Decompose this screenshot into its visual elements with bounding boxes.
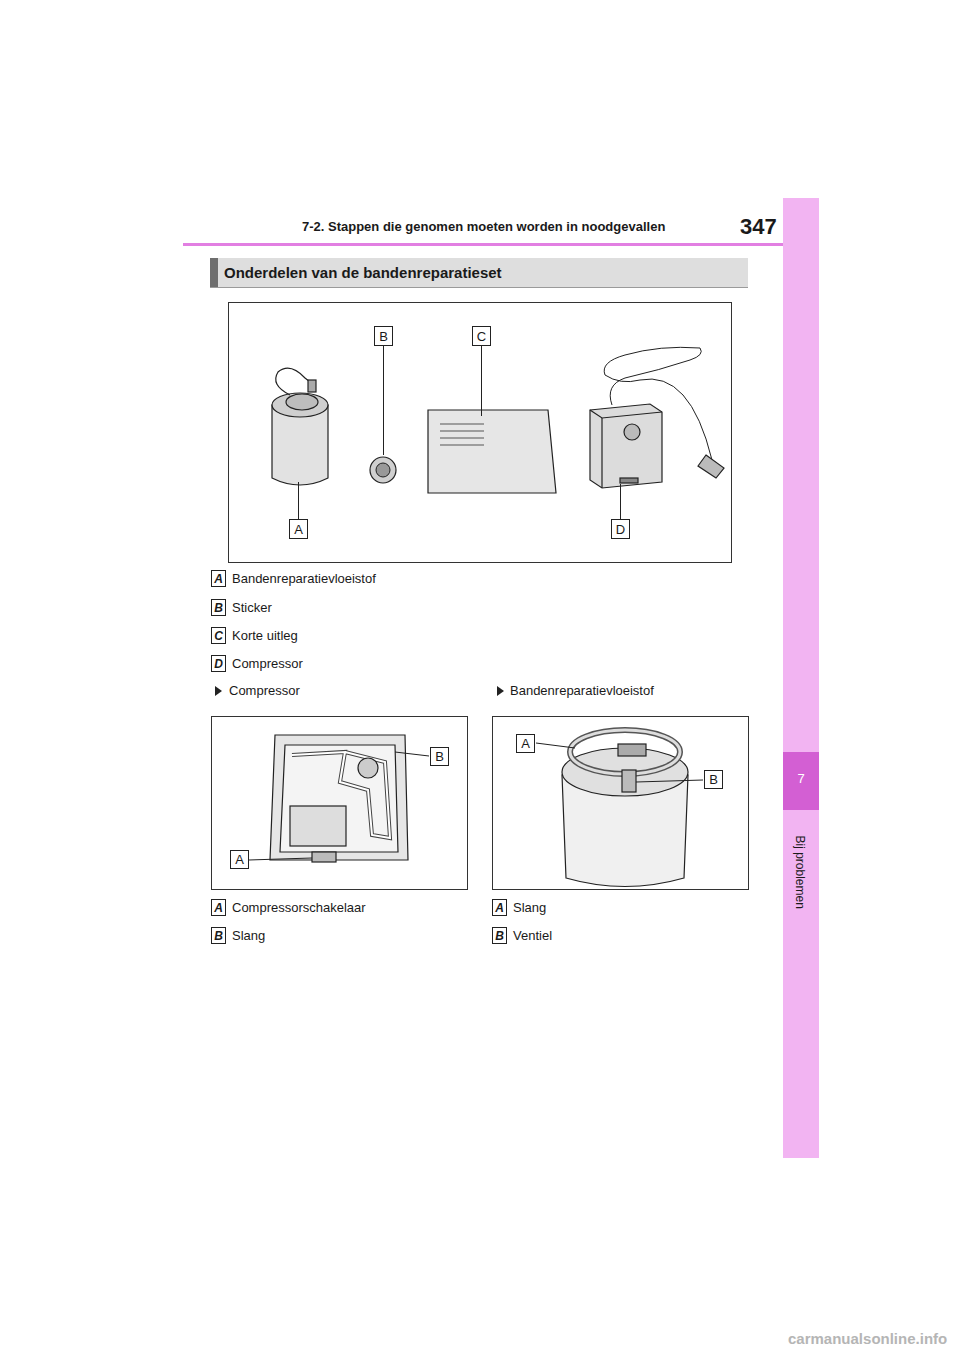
page-header: 7-2. Stappen die genomen moeten worden i… xyxy=(302,219,665,235)
subheading: Bandenreparatievloeistof xyxy=(510,683,654,699)
callout-text: D xyxy=(214,658,223,670)
part-name: Slang xyxy=(513,900,546,916)
legend-letter-box: A xyxy=(211,570,226,587)
callout-text: B xyxy=(709,773,718,786)
callout-text: A xyxy=(214,902,223,914)
callout-letter: C xyxy=(472,326,491,346)
part-name: Bandenreparatievloeistof xyxy=(232,571,376,587)
legend-letter-box: B xyxy=(211,599,226,616)
heading-text: Onderdelen van de bandenreparatieset xyxy=(210,258,748,288)
page-number: 347 xyxy=(740,214,777,240)
part-name: Sticker xyxy=(232,600,272,616)
legend-letter-box: B xyxy=(211,927,226,944)
callout-letter: A xyxy=(289,519,308,539)
tab-title: Bij problemen xyxy=(793,835,807,908)
callout-text: A xyxy=(495,902,504,914)
part-name: Compressor xyxy=(232,656,303,672)
callout-text: D xyxy=(616,523,625,536)
section-heading: Onderdelen van de bandenreparatieset xyxy=(210,258,748,288)
callout-text: B xyxy=(214,930,223,942)
part-name: Compressorschakelaar xyxy=(232,900,366,916)
callout-text: A xyxy=(294,523,303,536)
legend-letter-box: A xyxy=(492,899,507,916)
callout-text: C xyxy=(214,630,223,642)
callout-text: B xyxy=(214,602,223,614)
callout-letter: B xyxy=(374,326,393,346)
legend-letter-box: A xyxy=(211,899,226,916)
callout-text: A xyxy=(235,853,244,866)
callout-letter: A xyxy=(516,734,535,753)
callout-text: A xyxy=(521,737,530,750)
tab-number: 7 xyxy=(797,771,804,787)
legend-letter-box: B xyxy=(492,927,507,944)
callout-letter: D xyxy=(611,519,630,539)
callout-letter: B xyxy=(704,770,723,789)
watermark: carmanualsonline.info xyxy=(788,1330,947,1348)
part-name: Slang xyxy=(232,928,265,944)
callout-text: C xyxy=(477,330,486,343)
callout-text: B xyxy=(379,330,388,343)
callout-text: A xyxy=(214,573,223,585)
legend-letter-box: C xyxy=(211,627,226,644)
callout-text: B xyxy=(495,930,504,942)
legend-letter-box: D xyxy=(211,655,226,672)
part-name: Ventiel xyxy=(513,928,552,944)
callout-text: B xyxy=(435,750,444,763)
callout-letter: A xyxy=(230,850,249,869)
subheading: Compressor xyxy=(229,683,300,699)
callout-letter: B xyxy=(430,747,449,766)
heading-bar xyxy=(210,258,218,287)
part-name: Korte uitleg xyxy=(232,628,298,644)
